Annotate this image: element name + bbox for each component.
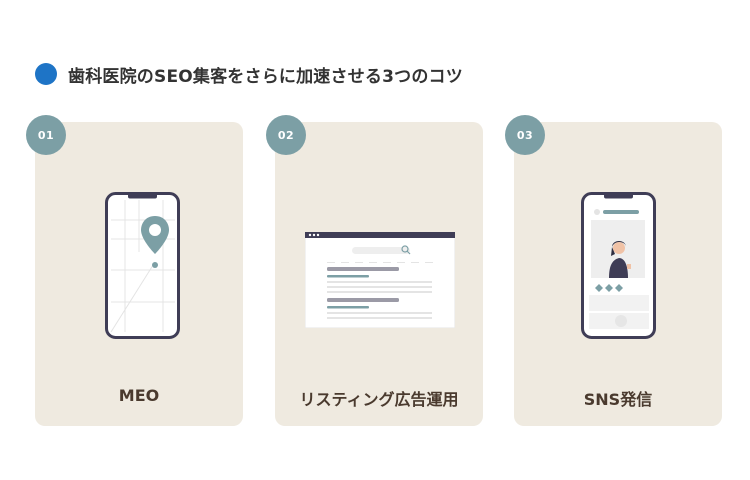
number-badge-03: 03	[505, 115, 545, 155]
section-heading: 歯科医院のSEO集客をさらに加速させる3つのコツ	[35, 62, 463, 87]
tip-card-sns: SNS発信	[514, 122, 722, 426]
card-title-sns: SNS発信	[583, 390, 653, 409]
social-media-phone-illustration	[581, 192, 656, 339]
card-title-meo: MEO	[118, 386, 160, 405]
number-badge-01: 01	[26, 115, 66, 155]
search-results-browser-illustration	[305, 232, 455, 328]
tip-card-meo: MEO	[35, 122, 243, 426]
bullet-dot-icon	[35, 63, 57, 85]
tip-card-listing-ads: リスティング広告運用	[275, 122, 483, 426]
number-badge-02: 02	[266, 115, 306, 155]
card-title-listing-ads: リスティング広告運用	[299, 390, 459, 409]
map-pin-phone-illustration	[105, 192, 180, 339]
section-title: 歯科医院のSEO集客をさらに加速させる3つのコツ	[68, 66, 463, 87]
